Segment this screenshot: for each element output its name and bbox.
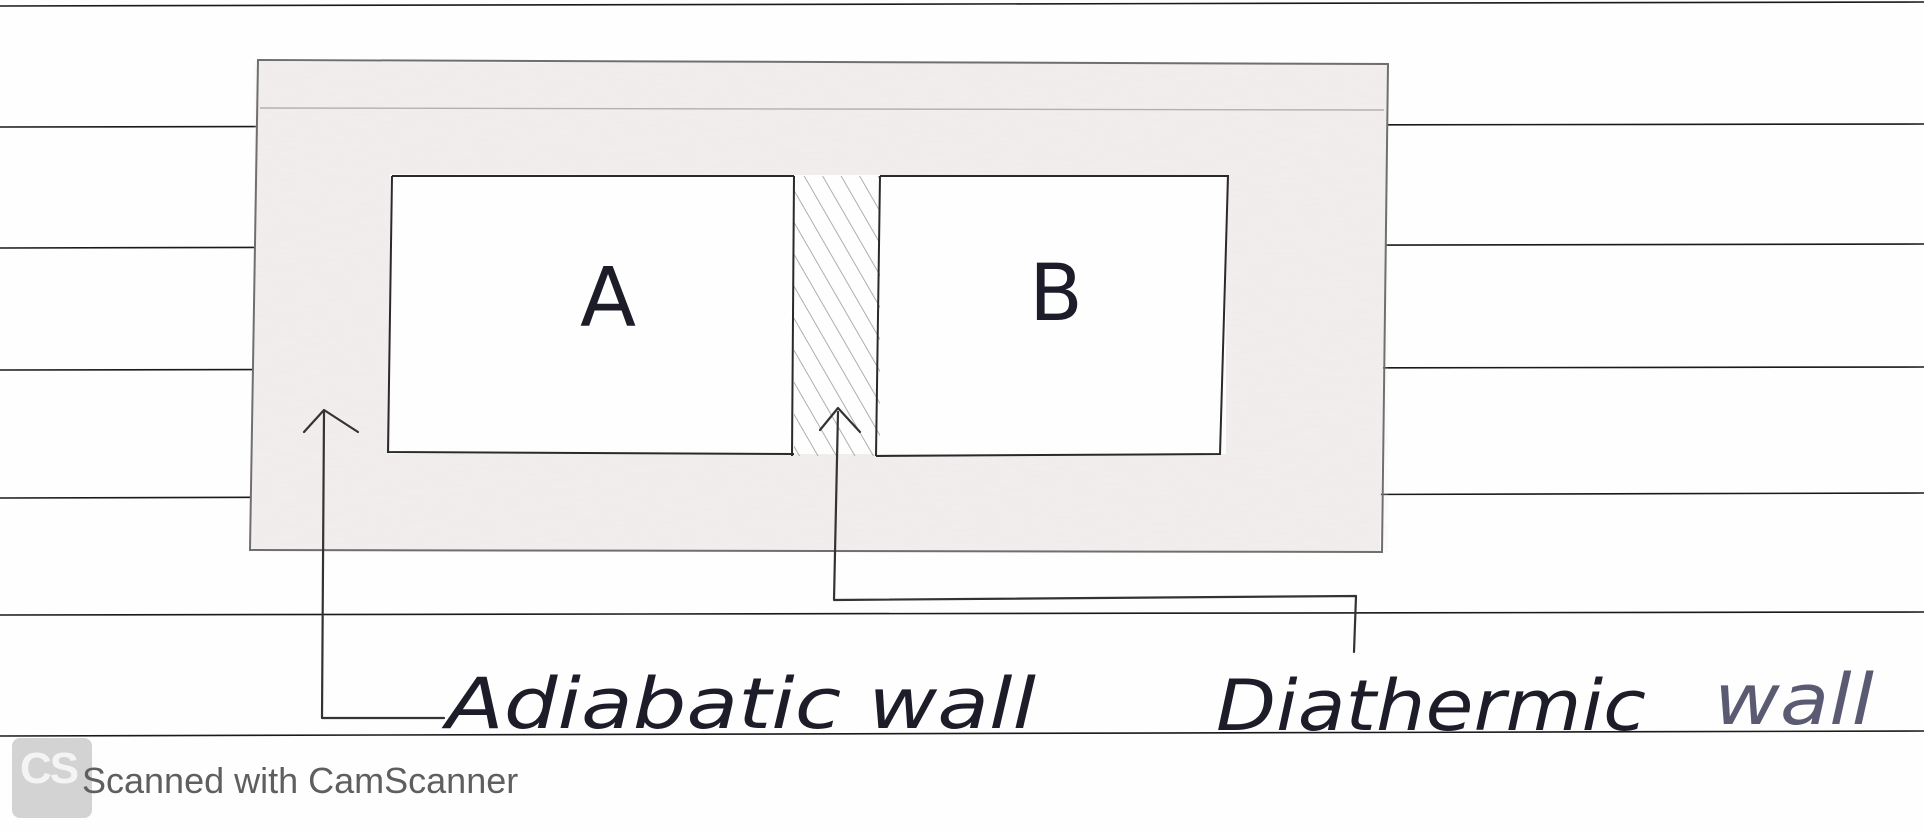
diathermic-label: Diathermic <box>1216 665 1646 747</box>
ruled-line <box>0 730 1924 737</box>
camscanner-watermark: CS Scanned with CamScanner <box>12 738 632 822</box>
adiabatic-wall-outline <box>248 58 1390 554</box>
chamber-b-label: B <box>1029 249 1083 339</box>
camscanner-logo: CS <box>12 738 92 818</box>
diathermic-wall-word: wall <box>1714 659 1875 741</box>
chamber-a-outline <box>386 175 795 455</box>
chamber-a-label: A <box>580 251 636 346</box>
inner-chambers <box>386 175 1230 457</box>
diathermic-arrowhead <box>818 406 862 434</box>
adiabatic-wall-inner-edge <box>259 107 1385 111</box>
diathermic-wall <box>791 175 881 457</box>
chamber-b-outline <box>875 175 1230 457</box>
ruled-line <box>0 611 1924 616</box>
watermark-text: Scanned with CamScanner <box>82 760 519 801</box>
diathermic-wall-right-edge <box>875 175 881 457</box>
diathermic-wall-left-edge <box>791 175 795 457</box>
pointer-arrows <box>302 406 1358 720</box>
adiabatic-wall-label: Adiabatic wall <box>441 663 1036 745</box>
adiabatic-pointer-line <box>320 410 446 720</box>
diathermic-pointer-line <box>832 410 1358 654</box>
ruled-line <box>0 1 1924 7</box>
camscanner-logo-text: CS <box>20 744 79 793</box>
adiabatic-arrowhead <box>302 408 360 434</box>
